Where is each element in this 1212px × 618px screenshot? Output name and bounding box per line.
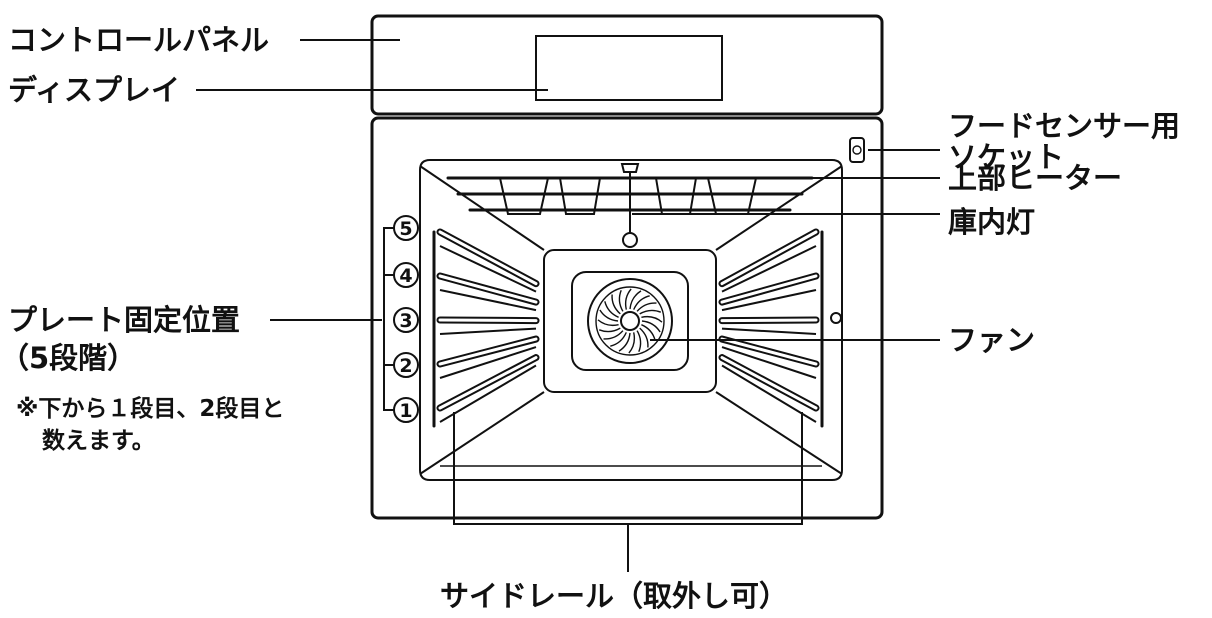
shelf-position-2: 2 [393, 352, 419, 378]
right-side-rail [718, 228, 820, 423]
fan-blade [633, 295, 650, 310]
oven-body [370, 116, 884, 520]
fan-blade [603, 330, 624, 340]
fan-blade [597, 319, 619, 327]
fan-blade [624, 288, 632, 310]
label-fan: ファン [948, 323, 1035, 357]
label-plate-position-2: （5段階） [0, 341, 136, 375]
fan-blade [598, 327, 621, 333]
shelf-position-markers: 5 4 3 2 1 [393, 215, 419, 423]
fan-blade [618, 332, 631, 352]
fan-blade [599, 309, 619, 322]
fan-blade [641, 320, 661, 333]
fan [571, 271, 689, 371]
svg-text:1: 1 [399, 400, 412, 422]
fan-blade [636, 330, 642, 353]
oven-light [620, 163, 640, 248]
label-oven-light: 庫内灯 [948, 205, 1035, 239]
left-side-rail [436, 228, 540, 423]
svg-text:4: 4 [399, 265, 412, 287]
back-wall [543, 249, 717, 393]
fan-blade [618, 289, 624, 312]
display-screen [535, 35, 723, 101]
fan-blades [597, 288, 663, 354]
shelf-position-5: 5 [393, 215, 419, 241]
fan-blade [641, 315, 663, 323]
fan-blade [639, 327, 649, 348]
svg-text:5: 5 [399, 218, 412, 240]
fan-blade [610, 332, 627, 347]
label-top-heater: 上部ヒーター [948, 161, 1122, 195]
leader-lines [196, 39, 940, 572]
shelf-position-4: 4 [393, 262, 419, 288]
fan-blade [629, 290, 642, 310]
fan-blade [604, 301, 619, 318]
fan-blade [628, 332, 636, 354]
svg-text:3: 3 [399, 310, 412, 332]
label-food-sensor-1: フードセンサー用 [948, 109, 1180, 143]
label-side-rail: サイドレール（取外し可） [440, 579, 788, 613]
label-food-sensor-2: ソケット [948, 140, 1064, 174]
fan-blade [611, 294, 621, 315]
fan-blade [636, 302, 657, 312]
fan-blade [639, 309, 662, 315]
label-control-panel: コントロールパネル [8, 23, 269, 57]
shelf-position-3: 3 [393, 307, 419, 333]
note-line-1: ※下から１段目、2段目と [16, 395, 284, 422]
svg-text:2: 2 [399, 355, 412, 377]
shelf-position-1: 1 [393, 397, 419, 423]
fan-blade [641, 324, 656, 341]
control-panel [370, 14, 884, 116]
label-display: ディスプレイ [8, 73, 180, 107]
label-plate-position-1: プレート固定位置 [8, 303, 240, 337]
food-sensor-socket [830, 137, 865, 324]
note-line-2: 数えます。 [42, 428, 155, 454]
